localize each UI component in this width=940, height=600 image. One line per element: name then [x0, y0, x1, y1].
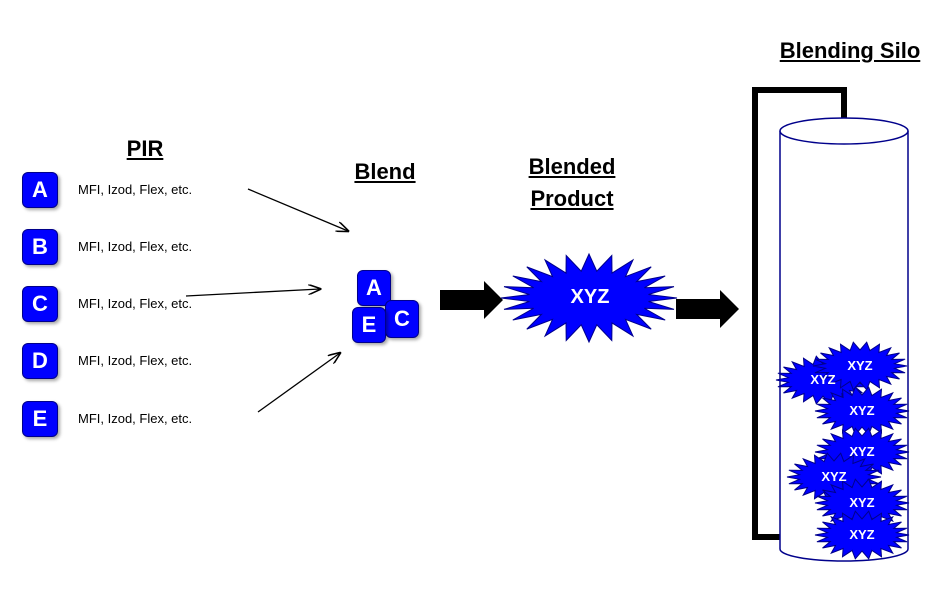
silo-star-label: XYZ	[849, 527, 875, 542]
blend-heading: Blend	[354, 159, 416, 184]
blended-product-heading-line1: Blended	[528, 154, 616, 179]
pir-box-c: C	[22, 286, 58, 322]
silo-return-pipe	[752, 87, 847, 540]
silo-star-label: XYZ	[810, 372, 836, 387]
block-arrow-product-to-silo	[676, 290, 739, 328]
product-starburst	[500, 252, 678, 344]
pir-desc-c: MFI, Izod, Flex, etc.	[78, 296, 193, 311]
blending-silo-heading: Blending Silo	[779, 38, 921, 63]
pir-box-d: D	[22, 343, 58, 379]
blend-box-a: A	[357, 270, 391, 306]
product-label: XYZ	[570, 286, 610, 308]
pir-box-e: E	[22, 401, 58, 437]
pir-desc-e: MFI, Izod, Flex, etc.	[78, 411, 193, 426]
arrow-a-to-blend	[247, 188, 348, 231]
silo-starburst	[812, 341, 908, 391]
blended-product-heading-line2: Product	[530, 186, 614, 211]
silo-top-rim	[779, 117, 909, 145]
arrow-c-to-blend	[185, 289, 320, 297]
pir-heading: PIR	[126, 136, 164, 161]
pir-desc-a: MFI, Izod, Flex, etc.	[78, 182, 193, 197]
pir-box-b: B	[22, 229, 58, 265]
blend-box-c: C	[385, 300, 419, 338]
pir-desc-d: MFI, Izod, Flex, etc.	[78, 353, 193, 368]
block-arrow-blend-to-product	[440, 281, 503, 319]
blend-box-e: E	[352, 307, 386, 343]
silo-star-label: XYZ	[849, 403, 875, 418]
silo-starburst	[814, 386, 910, 436]
pir-desc-b: MFI, Izod, Flex, etc.	[78, 239, 193, 254]
arrow-e-to-blend	[257, 353, 340, 413]
pir-box-a: A	[22, 172, 58, 208]
silo-star-label: XYZ	[821, 469, 847, 484]
silo-star-label: XYZ	[849, 444, 875, 459]
silo-star-label: XYZ	[847, 358, 873, 373]
silo-star-label: XYZ	[849, 495, 875, 510]
silo-starburst	[814, 510, 910, 560]
silo-bottom-rim	[779, 548, 909, 562]
